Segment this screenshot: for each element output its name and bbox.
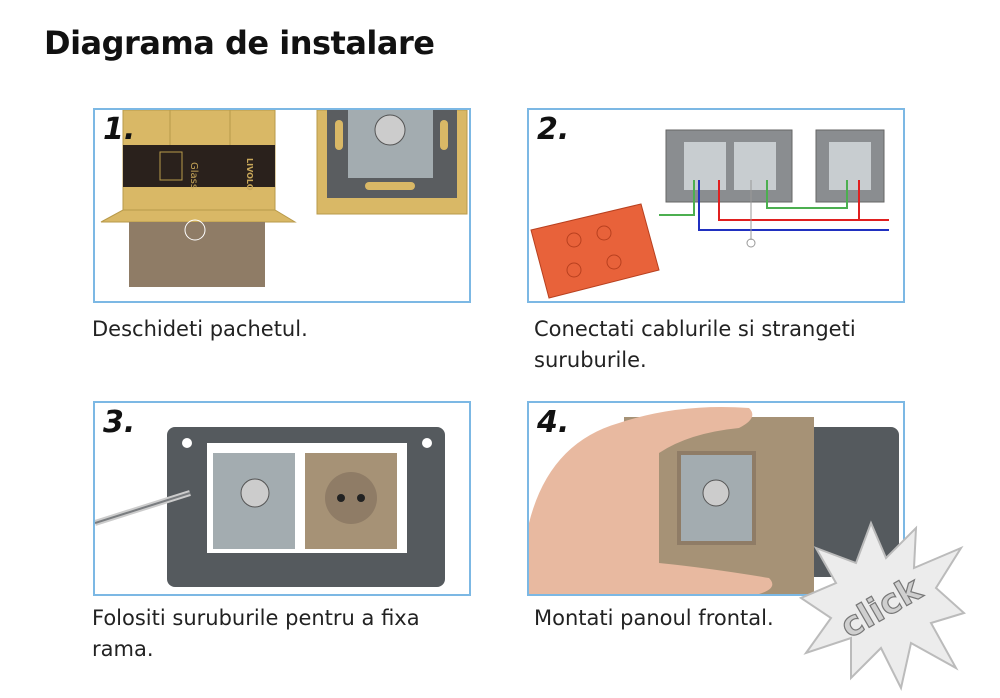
step-4-caption: Montati panoul frontal. <box>534 606 774 630</box>
step-3-caption: Folositi suruburile pentru a fixa rama. <box>92 606 420 661</box>
step-number: 2. <box>537 112 570 147</box>
step-3-image: 3. <box>93 401 471 596</box>
package-illustration: Glass LIVOLO <box>100 110 468 287</box>
brand-label: LIVOLO <box>245 158 254 191</box>
page-title: Diagrama de instalare <box>44 24 435 62</box>
click-badge: click <box>798 520 966 691</box>
step-1-caption: Deschideti pachetul. <box>92 317 308 341</box>
step-1-image: 1. Glass LIVOLO <box>93 108 471 303</box>
frame-mounting-illustration <box>95 427 445 587</box>
glass-label: Glass <box>188 162 199 189</box>
step-2-caption: Conectati cablurile si strangeti surubur… <box>534 317 856 372</box>
step-number: 4. <box>537 405 570 440</box>
wiring-illustration <box>530 129 889 299</box>
step-2-image: 2. <box>527 108 905 303</box>
step-number: 3. <box>103 405 136 440</box>
step-4-image: 4. <box>527 401 905 596</box>
step-number: 1. <box>103 112 136 147</box>
